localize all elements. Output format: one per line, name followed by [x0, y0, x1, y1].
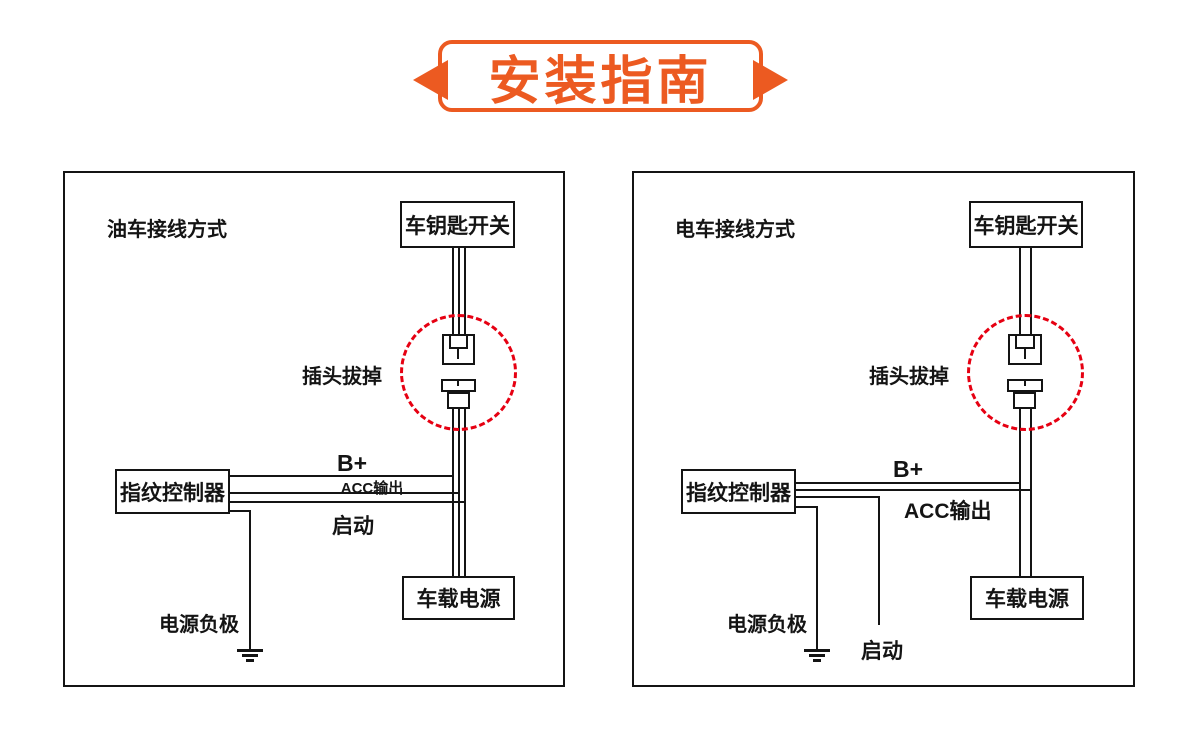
title-banner: 安装指南 [438, 40, 763, 112]
vehicle-power-label: 车载电源 [416, 588, 501, 611]
start-wire-h [796, 496, 880, 498]
acc-label: ACC输出 [340, 480, 404, 497]
key-switch-wire-2 [458, 246, 460, 334]
plug-male-body [1013, 392, 1036, 409]
key-switch-wire-2 [1030, 246, 1032, 334]
plug-male-notch [1024, 379, 1026, 386]
start-wire [230, 501, 466, 503]
ground-bar-3 [813, 659, 821, 662]
page-title: 安装指南 [488, 52, 713, 111]
unplug-label: 插头拔掉 [302, 366, 382, 388]
dashed-highlight-circle [400, 314, 517, 431]
ground-label: 电源负极 [727, 614, 807, 636]
ground-bar-2 [242, 654, 258, 657]
fingerprint-controller-box: 指纹控制器 [681, 469, 796, 514]
fingerprint-controller-label: 指纹控制器 [686, 481, 791, 505]
ground-wire-h [230, 510, 251, 512]
left-arrow-icon [413, 60, 448, 100]
plug-female-pin [1024, 349, 1026, 359]
acc-wire [796, 489, 1032, 491]
ground-wire-v [816, 506, 818, 649]
right-arrow-icon [753, 60, 788, 100]
vehicle-power-box: 车载电源 [970, 576, 1084, 620]
plug-female-notch [449, 334, 468, 349]
fingerprint-controller-label: 指纹控制器 [120, 481, 225, 505]
key-switch-wire-1 [452, 246, 454, 334]
vehicle-power-label: 车载电源 [985, 588, 1069, 611]
ground-bar-1 [237, 649, 263, 652]
ground-wire-h [796, 506, 818, 508]
ground-wire-v [249, 510, 251, 649]
unplug-label: 插头拔掉 [869, 366, 949, 388]
b-plus-wire [230, 475, 454, 477]
b-plus-label: B+ [336, 450, 368, 476]
fuel-wiring-panel: 油车接线方式 车钥匙开关 插头拔掉 指纹控制器 B+ [63, 171, 565, 687]
b-plus-label: B+ [892, 456, 924, 482]
ground-label: 电源负极 [159, 614, 239, 636]
start-label: 启动 [861, 640, 903, 663]
fuel-panel-heading: 油车接线方式 [107, 219, 227, 241]
dashed-highlight-circle [967, 314, 1084, 431]
electric-panel-heading: 电车接线方式 [675, 219, 795, 241]
key-switch-label: 车钥匙开关 [405, 214, 510, 238]
fingerprint-controller-box: 指纹控制器 [115, 469, 230, 514]
electric-wiring-panel: 电车接线方式 车钥匙开关 插头拔掉 指纹控制器 B+ [632, 171, 1135, 687]
vehicle-power-box: 车载电源 [402, 576, 515, 620]
key-switch-wire-1 [1019, 246, 1021, 334]
key-switch-label: 车钥匙开关 [973, 214, 1079, 238]
acc-label: ACC输出 [904, 500, 992, 523]
power-wire-3 [464, 409, 466, 576]
key-switch-box: 车钥匙开关 [969, 201, 1083, 248]
ground-bar-2 [809, 654, 825, 657]
plug-male-notch [457, 379, 459, 386]
key-switch-box: 车钥匙开关 [400, 201, 515, 248]
plug-female-notch [1015, 334, 1035, 349]
acc-wire [230, 492, 460, 494]
plug-male-body [447, 392, 470, 409]
b-plus-wire [796, 482, 1021, 484]
power-wire-2 [1030, 409, 1032, 576]
ground-bar-3 [246, 659, 254, 662]
power-wire-1 [1019, 409, 1021, 576]
key-switch-wire-3 [464, 246, 466, 334]
start-label: 启动 [332, 515, 374, 538]
ground-bar-1 [804, 649, 830, 652]
plug-female-pin [457, 349, 459, 359]
start-wire-v [878, 496, 880, 625]
